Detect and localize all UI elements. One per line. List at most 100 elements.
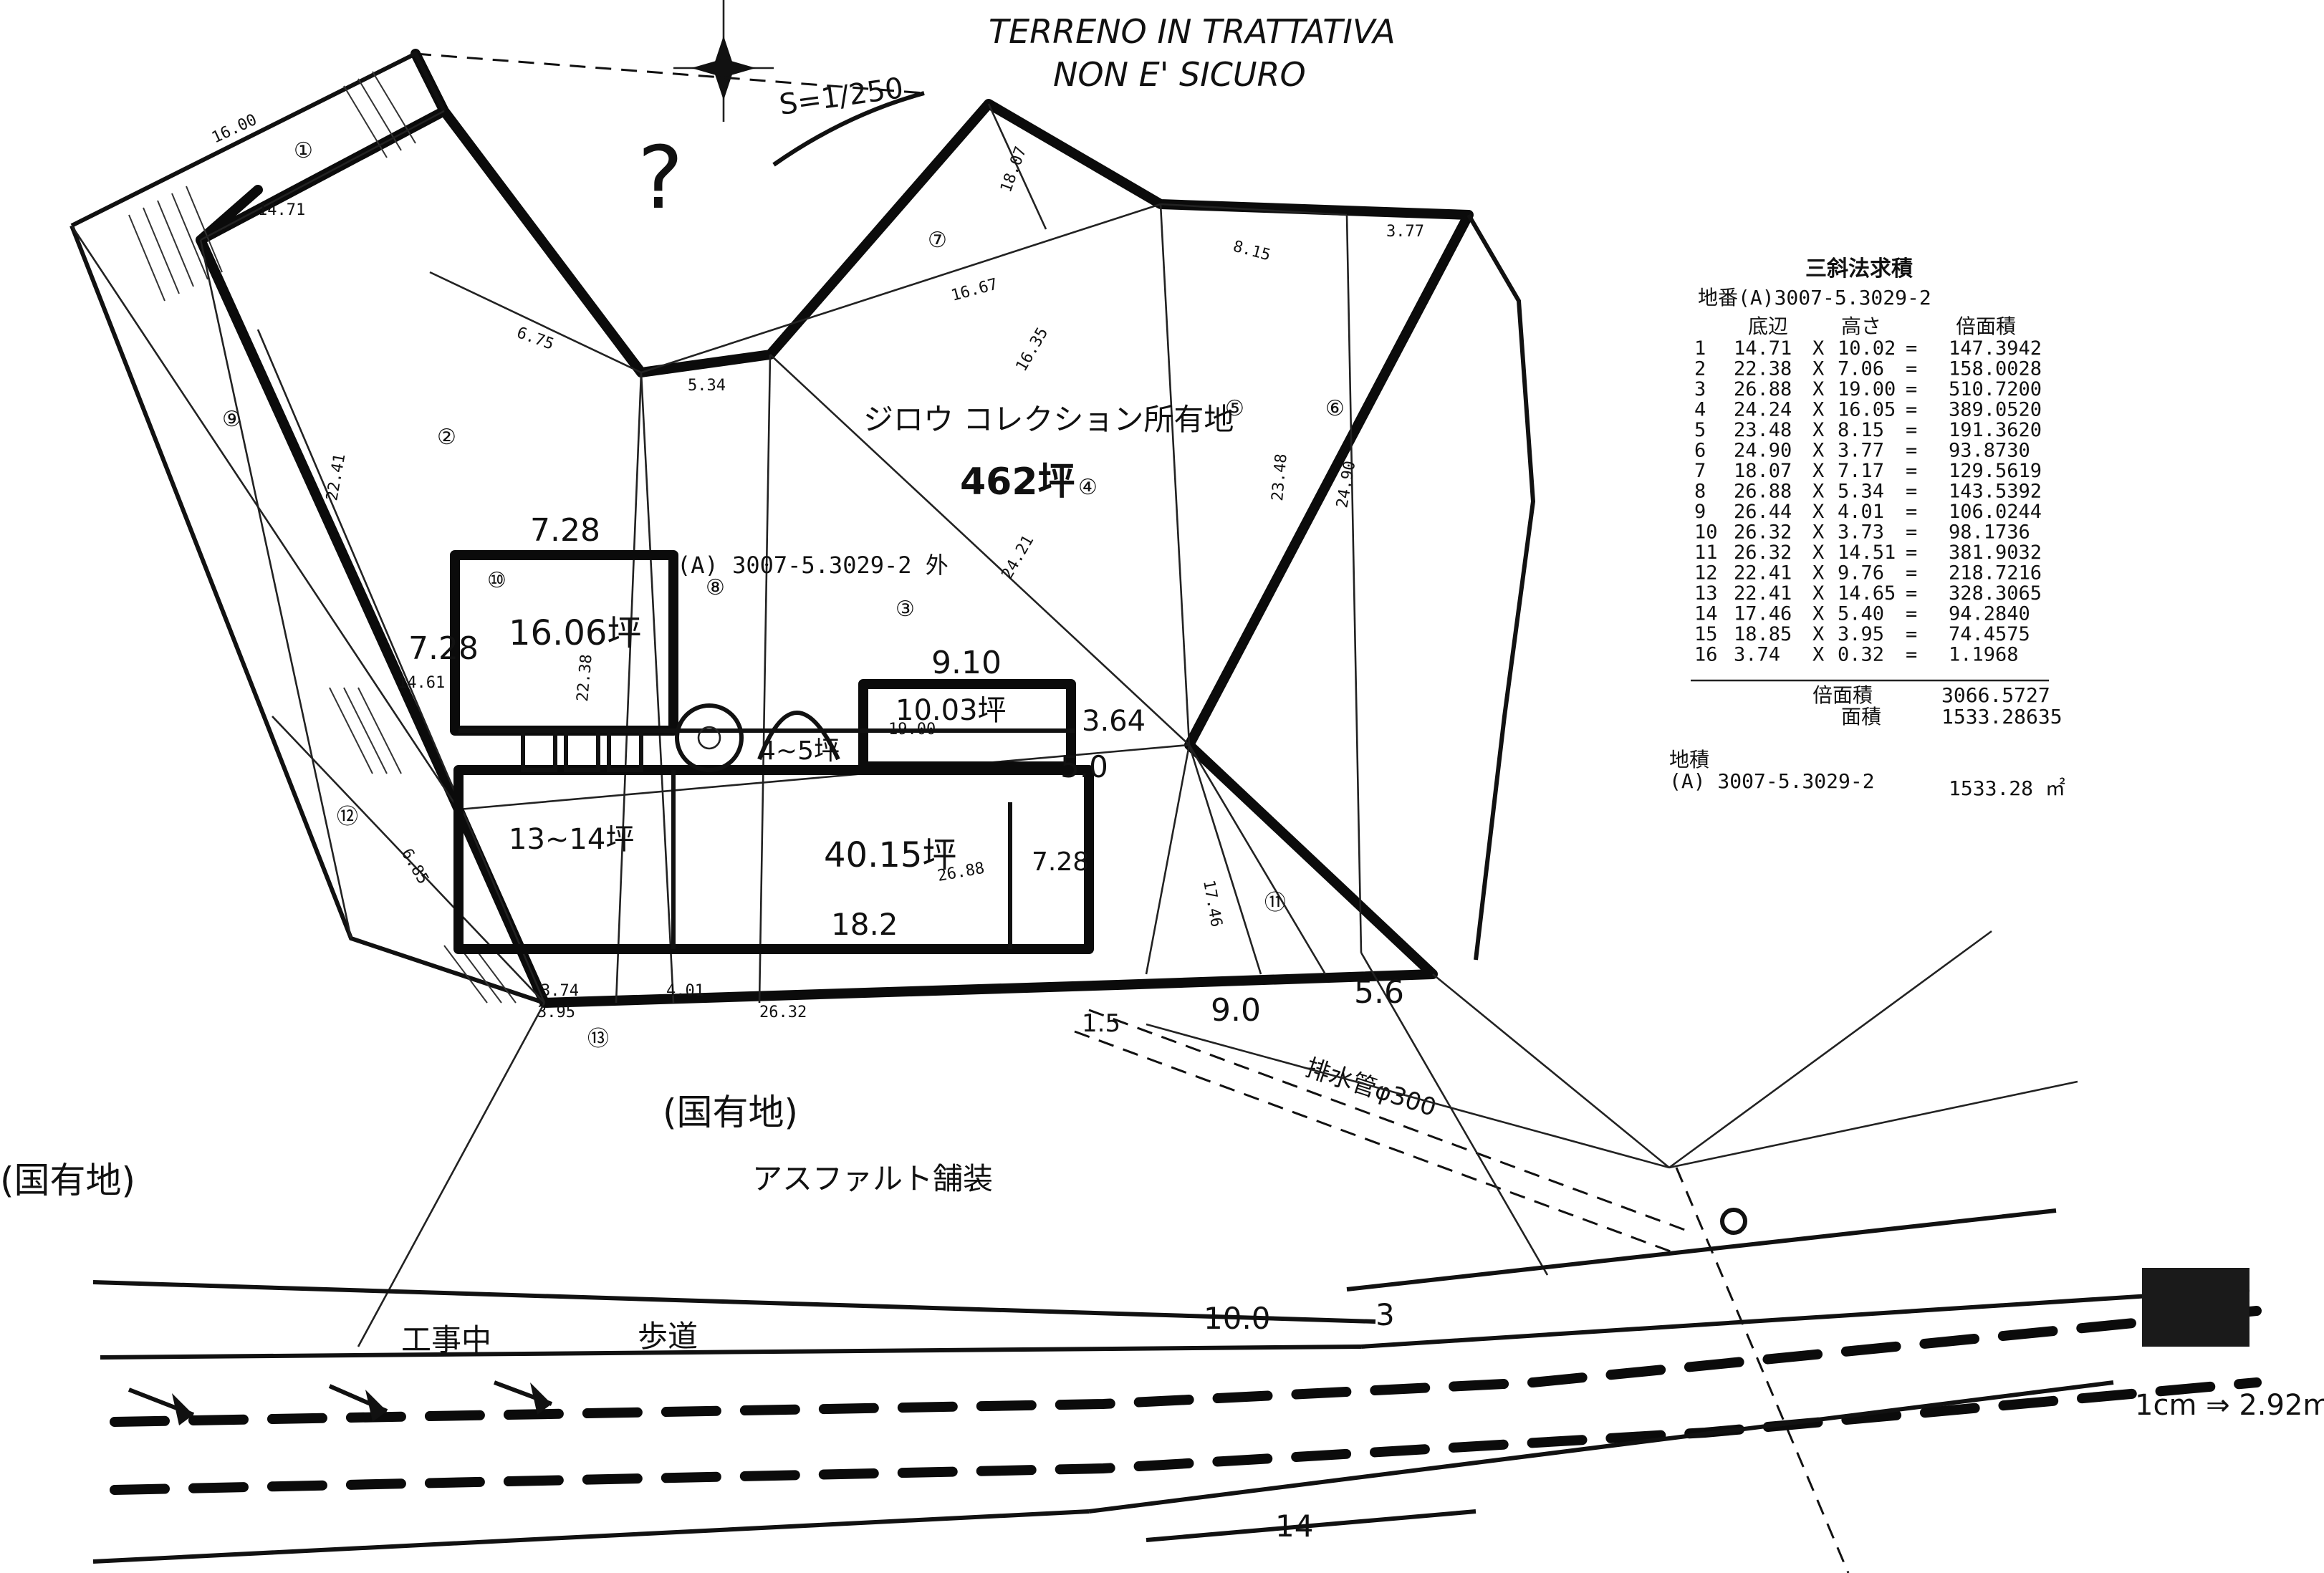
table-cell-base: 14.71: [1734, 337, 1792, 360]
table-op: X: [1812, 419, 1824, 441]
table-op: =: [1906, 481, 1917, 503]
dim-14-line: [1146, 1509, 1476, 1542]
drain-pipe-line-3: [1675, 1167, 1850, 1573]
table-cell-base: 26.44: [1734, 501, 1792, 523]
table-cell-n: 2: [1694, 358, 1706, 380]
site-boundary: [196, 49, 1474, 1008]
building-3-dim-bottom: 18.2: [831, 907, 898, 942]
table-cell-base: 26.32: [1734, 521, 1792, 544]
edge-label: 23.48: [1269, 453, 1291, 501]
edge-label: 4.01: [666, 982, 704, 1000]
tri-num: ④: [1078, 475, 1098, 500]
table-op: =: [1906, 358, 1917, 380]
table-cell-height: 16.05: [1838, 399, 1896, 421]
table-cell-height: 4.01: [1838, 501, 1884, 523]
table-cell-height: 7.06: [1838, 358, 1884, 380]
table-op: X: [1812, 481, 1824, 503]
table-header-height: 高さ: [1841, 314, 1881, 338]
table-cell-area: 381.9032: [1949, 542, 2042, 564]
table-cell-n: 9: [1694, 501, 1706, 523]
table-header-base: 底辺: [1748, 314, 1788, 338]
table-cell-base: 24.24: [1734, 399, 1792, 421]
dim-d3: 5.6: [1354, 974, 1404, 1011]
table-cell-area: 129.5619: [1949, 460, 2042, 482]
table-op: X: [1812, 337, 1824, 360]
table-op: =: [1906, 521, 1917, 544]
table-cell-n: 6: [1694, 440, 1706, 462]
building-4-area: 13~14坪: [509, 823, 634, 856]
table-cell-height: 5.40: [1838, 603, 1884, 625]
table-cell-height: 9.76: [1838, 562, 1884, 585]
table-op: =: [1906, 644, 1917, 666]
table-cell-n: 8: [1694, 481, 1706, 503]
building-2-dim-top: 9.10: [931, 645, 1002, 681]
edge-label: 16.67: [949, 276, 999, 305]
tri-num: ⑧: [706, 575, 725, 600]
edge-label: 19.00: [888, 721, 936, 739]
land-area-value: 1533.28 ㎡: [1949, 776, 2065, 800]
table-op: X: [1812, 460, 1824, 482]
table-area-label: 面積: [1841, 705, 1881, 728]
edge-label: 14.61: [398, 674, 445, 692]
table-cell-height: 19.00: [1838, 378, 1896, 400]
table-cell-n: 4: [1694, 399, 1706, 421]
table-op: X: [1812, 358, 1824, 380]
drain-pipe-label: 排水管φ300: [1302, 1054, 1439, 1123]
table-cell-base: 23.48: [1734, 419, 1792, 441]
table-op: =: [1906, 562, 1917, 585]
spiral-stair-icon: [675, 703, 840, 772]
table-cell-area: 94.2840: [1949, 603, 2030, 625]
table-sum-label: 倍面積: [1812, 683, 1873, 707]
table-cell-height: 7.17: [1838, 460, 1884, 482]
tri-num: ⑦: [928, 228, 947, 253]
table-cell-area: 328.3065: [1949, 582, 2042, 605]
building-1-dim-side: 7.28: [408, 630, 479, 667]
table-cell-area: 389.0520: [1949, 399, 2042, 421]
table-cell-base: 26.32: [1734, 542, 1792, 564]
outer-boundary-east: [1466, 213, 1536, 961]
table-op: X: [1812, 501, 1824, 523]
table-cell-n: 10: [1694, 521, 1718, 544]
table-cell-area: 98.1736: [1949, 521, 2030, 544]
table-cell-area: 74.4575: [1949, 623, 2030, 645]
table-op: X: [1812, 542, 1824, 564]
table-cell-base: 17.46: [1734, 603, 1792, 625]
land-area-label: 地積: [1669, 748, 1709, 771]
tri-num: ⑨: [222, 407, 241, 432]
table-op: X: [1812, 582, 1824, 605]
tri-num: ③: [895, 597, 915, 622]
question-mark: ?: [638, 129, 683, 229]
tri-num: ②: [437, 425, 456, 450]
table-cell-area: 158.0028: [1949, 358, 2042, 380]
north-dashed-boundary: [415, 52, 925, 95]
land-area-lot: (A) 3007-5.3029-2: [1669, 769, 1875, 793]
hatched-strip: [128, 71, 517, 1004]
scale-note: 1cm ⇒ 2.92m: [2135, 1389, 2324, 1422]
outer-boundary-west: [69, 224, 545, 1005]
dim-d6: 3: [1375, 1297, 1395, 1332]
triangle-numbers: ① ② ③ ④ ⑤ ⑥ ⑦ ⑧ ⑨ ⑩ ⑪ ⑫ ⑬: [222, 138, 1345, 1052]
construction-label: 工事中: [401, 1322, 491, 1357]
building-2: 9.10 3.64 10.03坪: [858, 645, 1146, 771]
table-op: X: [1812, 440, 1824, 462]
table-op: =: [1906, 542, 1917, 564]
table-cell-n: 11: [1694, 542, 1718, 564]
table-op: =: [1906, 623, 1917, 645]
table-cell-height: 14.51: [1838, 542, 1896, 564]
building-3: 40.15坪 18.2 7.28 13~14坪 4~5坪: [453, 728, 1094, 954]
edge-label: 3.95: [537, 1004, 575, 1021]
national-land-left: (国有地): [0, 1160, 135, 1201]
edge-label: 16.35: [1013, 324, 1052, 375]
compass-icon: [673, 0, 774, 122]
table-cell-base: 22.38: [1734, 358, 1792, 380]
edge-label: 5.34: [688, 377, 726, 395]
tri-num: ⑪: [1264, 890, 1286, 915]
